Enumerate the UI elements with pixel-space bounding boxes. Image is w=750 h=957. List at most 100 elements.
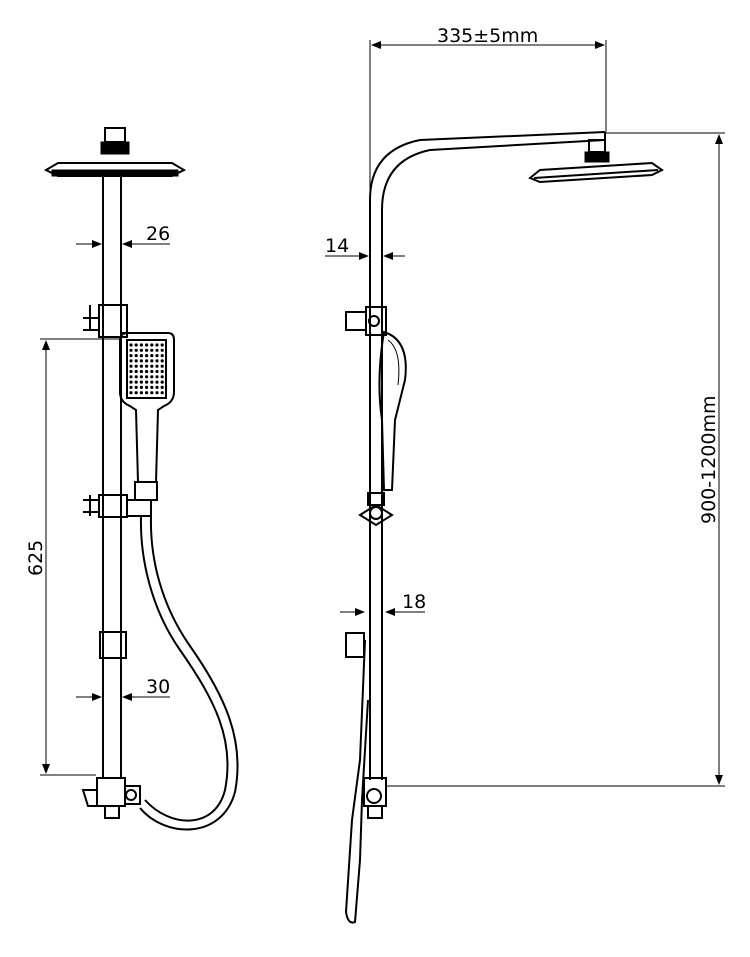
shower-hose: [139, 516, 239, 831]
nozzle-dot: [129, 369, 133, 374]
nozzle-dot: [160, 354, 164, 358]
nozzle-dot: [139, 354, 143, 358]
upper-wall-bracket: [83, 304, 128, 338]
nozzle-dot: [129, 348, 133, 352]
head-nut: [100, 141, 130, 155]
nozzle-dot: [155, 343, 159, 347]
nozzle-dot: [129, 391, 133, 395]
nozzle-dot: [139, 391, 143, 395]
nozzle-dot: [129, 364, 133, 368]
nozzle-dot: [139, 359, 143, 363]
dimension-slide-18: 18: [340, 591, 426, 616]
dimension-arm-335: 335±5mm: [369, 25, 607, 196]
dim-text-900-1200: 900-1200mm: [698, 396, 720, 525]
nozzle-dot: [145, 380, 149, 384]
nozzle-dot: [160, 348, 164, 352]
dimension-rail-26: 26: [76, 223, 170, 248]
nozzle-dot: [134, 364, 138, 368]
nozzle-dot: [134, 348, 138, 352]
nozzle-dot: [155, 359, 159, 363]
nozzle-dot: [155, 364, 159, 368]
nozzle-dot: [145, 364, 149, 368]
dim-text-625: 625: [25, 540, 47, 576]
nozzle-dot: [134, 385, 138, 389]
nozzle-dot: [160, 359, 164, 363]
nozzle-dot: [139, 385, 143, 389]
nozzle-dot: [129, 385, 133, 389]
slide-holder: [83, 494, 152, 518]
spray-nozzles: [129, 343, 164, 395]
nozzle-dot: [155, 380, 159, 384]
nozzle-dot: [150, 359, 154, 363]
nozzle-dot: [139, 369, 143, 374]
nozzle-dot: [150, 348, 154, 352]
dim-text-30: 30: [146, 676, 170, 698]
nozzle-dot: [145, 354, 149, 358]
side-handheld-shower: [378, 330, 407, 491]
nozzle-dot: [129, 375, 133, 379]
nozzle-dot: [150, 375, 154, 379]
dimension-height-900-1200: 900-1200mm: [386, 132, 725, 787]
nozzle-dot: [145, 391, 149, 395]
rail-clip: [99, 631, 127, 659]
dim-text-18: 18: [402, 591, 426, 613]
nozzle-dot: [155, 385, 159, 389]
dim-text-335: 335±5mm: [437, 25, 538, 47]
nozzle-dot: [155, 369, 159, 374]
nozzle-dot: [150, 380, 154, 384]
nozzle-dot: [160, 369, 164, 374]
rain-shower-head: [43, 162, 187, 177]
nozzle-dot: [134, 343, 138, 347]
front-view: 26 30 625: [25, 127, 239, 831]
nozzle-dot: [134, 380, 138, 384]
nozzle-dot: [150, 364, 154, 368]
dim-text-14: 14: [325, 235, 349, 257]
nozzle-dot: [160, 380, 164, 384]
dimension-bracket-625: 625: [25, 338, 120, 776]
side-diverter-valve: [363, 777, 387, 819]
nozzle-dot: [150, 354, 154, 358]
side-upper-bracket: [345, 306, 387, 336]
nozzle-dot: [129, 380, 133, 384]
nozzle-dot: [155, 391, 159, 395]
dim-text-26: 26: [146, 223, 170, 245]
nozzle-dot: [160, 391, 164, 395]
side-shower-hose: [344, 639, 369, 924]
nozzle-dot: [129, 343, 133, 347]
head-connector: [104, 127, 126, 143]
nozzle-dot: [129, 359, 133, 363]
nozzle-dot: [145, 375, 149, 379]
nozzle-dot: [145, 343, 149, 347]
nozzle-dot: [155, 375, 159, 379]
nozzle-dot: [160, 385, 164, 389]
nozzle-dot: [139, 375, 143, 379]
side-rail-clip: [345, 632, 365, 658]
nozzle-dot: [150, 391, 154, 395]
dimension-rail-14: 14: [325, 235, 405, 260]
nozzle-dot: [150, 385, 154, 389]
nozzle-dot: [134, 359, 138, 363]
nozzle-dot: [160, 375, 164, 379]
nozzle-dot: [150, 369, 154, 374]
nozzle-dot: [139, 380, 143, 384]
nozzle-dot: [139, 343, 143, 347]
main-rail: [102, 176, 122, 778]
side-slide-holder: [358, 492, 394, 527]
diverter-valve: [81, 777, 141, 819]
nozzle-dot: [139, 364, 143, 368]
nozzle-dot: [145, 348, 149, 352]
dimension-rail-30: 30: [76, 676, 170, 701]
nozzle-dot: [145, 369, 149, 374]
nozzle-dot: [139, 348, 143, 352]
nozzle-dot: [160, 343, 164, 347]
nozzle-dot: [129, 354, 133, 358]
side-rain-shower-head: [528, 139, 664, 184]
shower-arm: [369, 131, 606, 780]
nozzle-dot: [155, 348, 159, 352]
nozzle-dot: [134, 354, 138, 358]
nozzle-dot: [134, 391, 138, 395]
handheld-shower: [119, 332, 175, 501]
nozzle-dot: [160, 364, 164, 368]
nozzle-dot: [134, 375, 138, 379]
